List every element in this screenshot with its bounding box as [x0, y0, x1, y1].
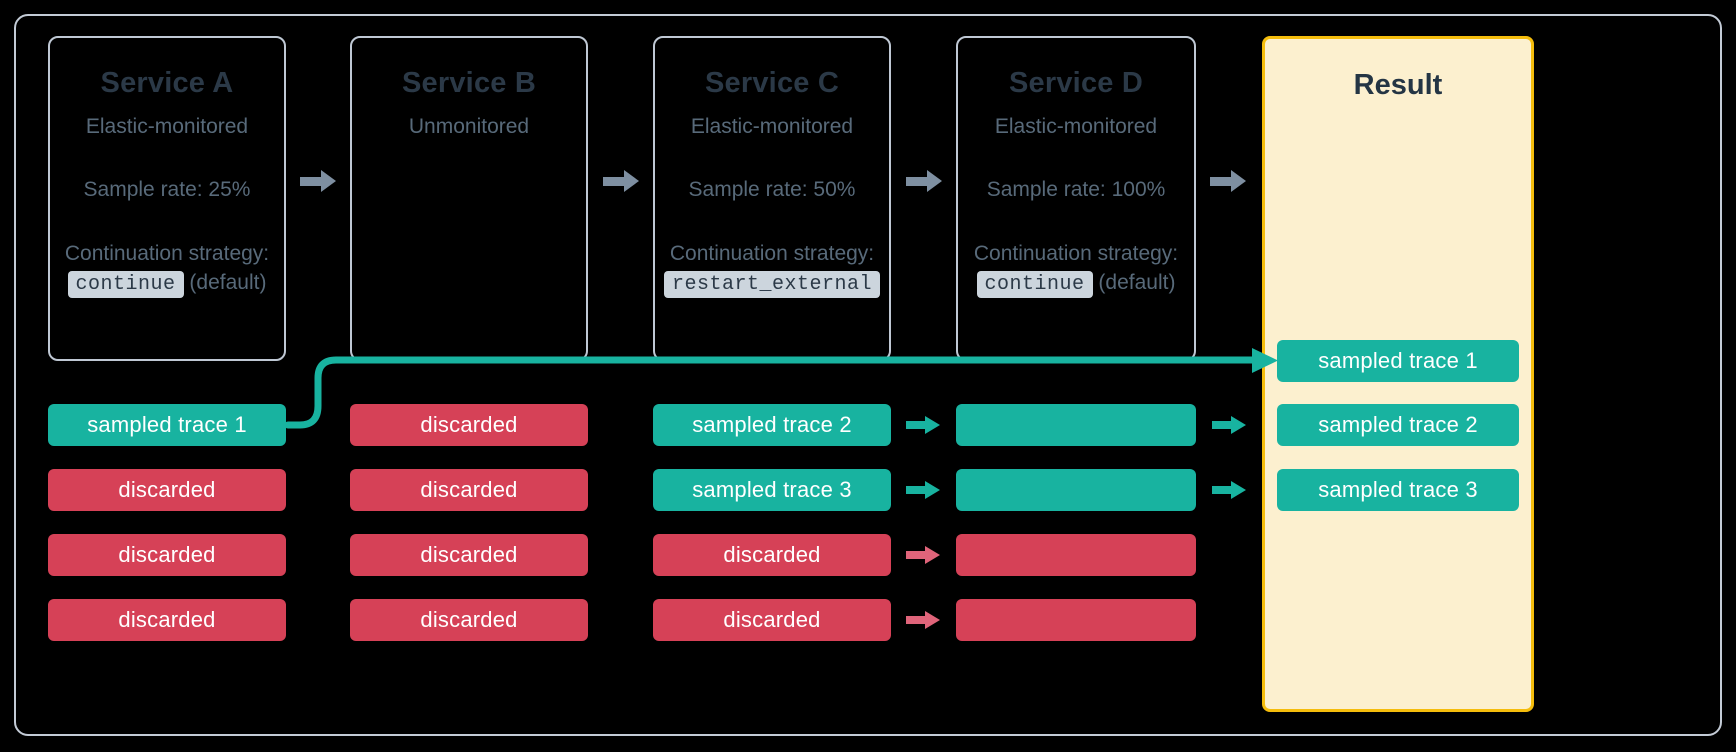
- service-card-d: Service D Elastic-monitored Sample rate:…: [956, 36, 1196, 361]
- service-d-strategy-label-text: Continuation strategy:: [973, 242, 1179, 266]
- service-c-title: Service C: [705, 67, 839, 99]
- service-d-strategy-code: continue: [976, 271, 1093, 299]
- service-d-strategy-value-row: continue (default): [958, 271, 1194, 299]
- trace-c-2[interactable]: sampled trace 3: [653, 469, 891, 511]
- service-a-sample-rate: Sample rate: 25%: [83, 178, 251, 202]
- trace-c-3[interactable]: discarded: [653, 534, 891, 576]
- service-c-monitoring: Elastic-monitored: [690, 114, 854, 138]
- trace-b-3[interactable]: discarded: [350, 534, 588, 576]
- trace-b-1[interactable]: discarded: [350, 404, 588, 446]
- trace-a-4[interactable]: discarded: [48, 599, 286, 641]
- trace-b-4[interactable]: discarded: [350, 599, 588, 641]
- result-panel-title: Result: [1353, 69, 1443, 101]
- service-c-strategy-code: restart_external: [663, 271, 881, 299]
- trace-arrow-c1-to-d1: [906, 416, 940, 434]
- service-card-a: Service A Elastic-monitored Sample rate:…: [48, 36, 286, 361]
- service-d-title: Service D: [1009, 67, 1143, 99]
- service-a-strategy-label: Continuation strategy:: [50, 240, 284, 267]
- trace-b-2[interactable]: discarded: [350, 469, 588, 511]
- service-c-strategy-label: Continuation strategy:: [655, 240, 889, 267]
- service-a-strategy-code: continue: [67, 271, 184, 299]
- result-trace-2[interactable]: sampled trace 2: [1277, 404, 1519, 446]
- service-d-monitoring: Elastic-monitored: [994, 114, 1158, 138]
- service-a-title: Service A: [100, 67, 234, 99]
- trace-a-2[interactable]: discarded: [48, 469, 286, 511]
- service-c-strategy-label-text: Continuation strategy:: [669, 242, 875, 266]
- flow-arrow-b-to-c: [603, 170, 639, 192]
- flow-arrow-d-to-result: [1210, 170, 1246, 192]
- trace-arrow-d2-to-result3: [1212, 481, 1246, 499]
- service-b-monitoring: Unmonitored: [408, 114, 530, 138]
- service-c-strategy-value-row: restart_external: [655, 271, 889, 299]
- result-trace-1[interactable]: sampled trace 1: [1277, 340, 1519, 382]
- service-d-sample-rate: Sample rate: 100%: [986, 178, 1166, 202]
- service-a-strategy-value-row: continue (default): [50, 271, 284, 299]
- service-c-sample-rate: Sample rate: 50%: [688, 178, 856, 202]
- trace-d-1[interactable]: [956, 404, 1196, 446]
- trace-arrow-c2-to-d2: [906, 481, 940, 499]
- trace-a-1[interactable]: sampled trace 1: [48, 404, 286, 446]
- trace-a-3[interactable]: discarded: [48, 534, 286, 576]
- service-a-strategy-label-text: Continuation strategy:: [64, 242, 270, 266]
- trace-c-1[interactable]: sampled trace 2: [653, 404, 891, 446]
- result-trace-3[interactable]: sampled trace 3: [1277, 469, 1519, 511]
- service-card-b: Service B Unmonitored: [350, 36, 588, 361]
- service-a-monitoring: Elastic-monitored: [85, 114, 249, 138]
- trace-arrow-d1-to-result2: [1212, 416, 1246, 434]
- service-d-strategy-note: (default): [1098, 271, 1176, 295]
- service-card-c: Service C Elastic-monitored Sample rate:…: [653, 36, 891, 361]
- trace-d-4[interactable]: [956, 599, 1196, 641]
- service-b-title: Service B: [402, 67, 536, 99]
- flow-arrow-c-to-d: [906, 170, 942, 192]
- trace-arrow-c3-to-d3: [906, 546, 940, 564]
- trace-c-4[interactable]: discarded: [653, 599, 891, 641]
- service-d-strategy-label: Continuation strategy:: [958, 240, 1194, 267]
- trace-d-3[interactable]: [956, 534, 1196, 576]
- service-a-strategy-note: (default): [189, 271, 267, 295]
- flow-arrow-a-to-b: [300, 170, 336, 192]
- trace-arrow-c4-to-d4: [906, 611, 940, 629]
- trace-d-2[interactable]: [956, 469, 1196, 511]
